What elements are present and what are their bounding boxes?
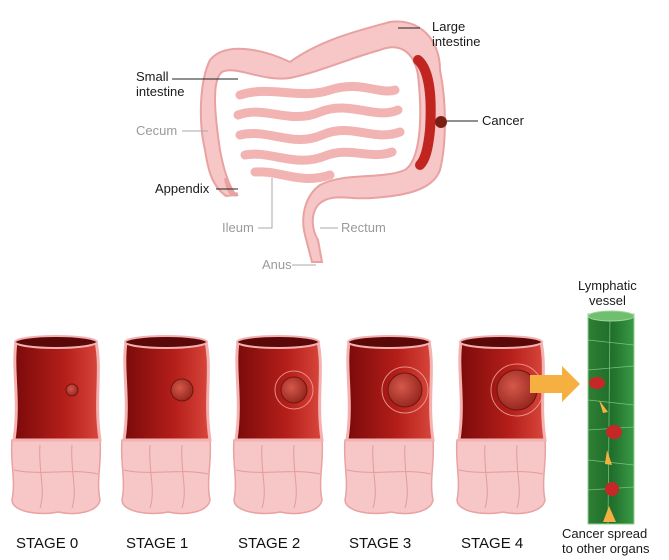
- colon-rim: [460, 336, 542, 348]
- colon-lumen-open: [14, 338, 100, 441]
- stage-0-panel: STAGE 0: [12, 336, 101, 552]
- label-anus: Anus: [262, 257, 292, 272]
- label-ileum: Ileum: [222, 220, 254, 235]
- tumor: [66, 384, 78, 396]
- colon-lumen-open: [124, 338, 210, 441]
- label-cancer: Cancer: [482, 113, 525, 128]
- label-lymphatic-vessel-1: Lymphatic: [578, 278, 637, 293]
- colon-tissue: [457, 440, 546, 514]
- label-small-intestine-2: intestine: [136, 84, 184, 99]
- label-cancer-spread-2: to other organs: [562, 541, 650, 556]
- label-appendix: Appendix: [155, 181, 210, 196]
- stage-label: STAGE 1: [126, 535, 188, 552]
- stage-4-panel: STAGE 4: [457, 336, 546, 552]
- stage-3-panel: STAGE 3: [345, 336, 434, 552]
- cancer-tumor-marker: [435, 116, 447, 128]
- colon-tissue: [122, 440, 211, 514]
- stage-1-panel: STAGE 1: [122, 336, 211, 552]
- colon-tissue: [345, 440, 434, 514]
- tumor: [171, 379, 193, 401]
- label-small-intestine-1: Small: [136, 69, 169, 84]
- tumor: [388, 373, 422, 407]
- metastatic-cell-3: [605, 482, 619, 496]
- stage-label: STAGE 3: [349, 535, 411, 552]
- stage-panels: STAGE 0 STAGE 1 STAGE 2 STAGE 3 STAGE 4: [12, 336, 546, 552]
- stage-label: STAGE 2: [238, 535, 300, 552]
- label-large-intestine-2: intestine: [432, 34, 480, 49]
- label-lymphatic-vessel-2: vessel: [589, 293, 626, 308]
- stage-label: STAGE 4: [461, 535, 523, 552]
- colon-tissue: [234, 440, 323, 514]
- stage-label: STAGE 0: [16, 535, 78, 552]
- metastatic-cell-1: [589, 377, 605, 389]
- tumor: [281, 377, 307, 403]
- label-cecum: Cecum: [136, 123, 177, 138]
- stage-2-panel: STAGE 2: [234, 336, 323, 552]
- lymphatic-vessel: [588, 311, 634, 524]
- colon-tissue: [12, 440, 101, 514]
- colon-rim: [15, 336, 97, 348]
- label-rectum: Rectum: [341, 220, 386, 235]
- label-cancer-spread-1: Cancer spread: [562, 526, 647, 541]
- colon-lumen-open: [236, 338, 322, 441]
- colon-rim: [237, 336, 319, 348]
- small-intestine-loops: [238, 86, 400, 178]
- metastatic-cell-2: [606, 425, 622, 439]
- colon-rim: [125, 336, 207, 348]
- colon-rim: [348, 336, 430, 348]
- label-large-intestine-1: Large: [432, 19, 465, 34]
